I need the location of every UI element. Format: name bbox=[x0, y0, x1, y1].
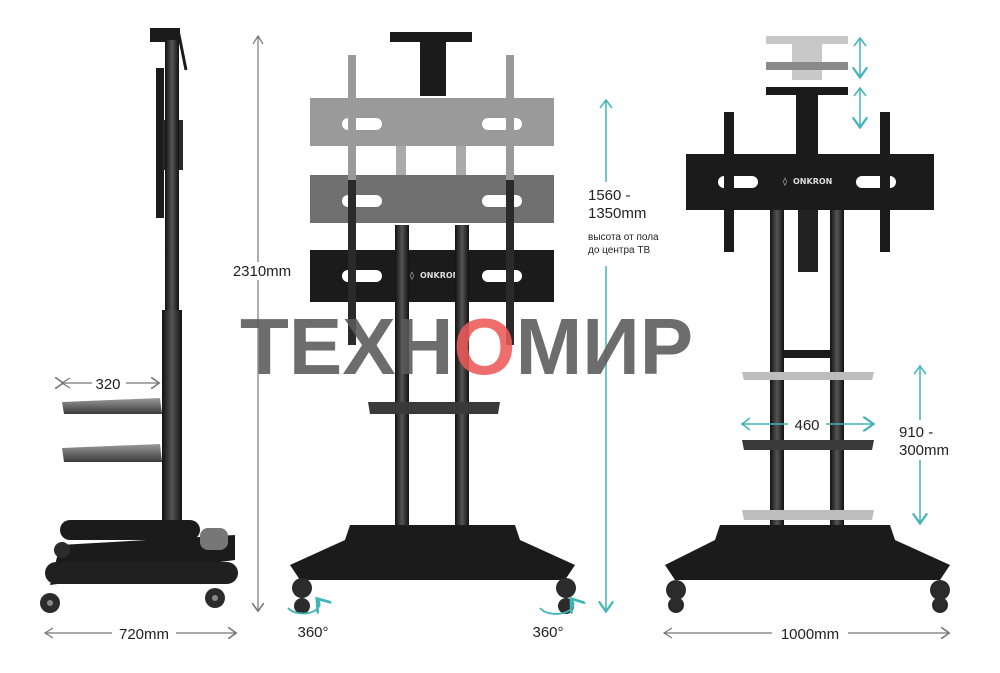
shelf-range-line1: 910 - bbox=[899, 424, 933, 441]
back-brand-mark: ◊ bbox=[783, 177, 787, 186]
front-view: ◊ ONKRON 360° 360° bbox=[287, 32, 576, 641]
back-dimensions: 460 910 - 300mm 1000mm bbox=[662, 36, 970, 643]
side-depth-dimension: 720mm bbox=[119, 626, 169, 643]
rotation-right-label: 360° bbox=[532, 624, 563, 641]
side-dimensions: 320 2310mm 720mm bbox=[43, 34, 291, 643]
back-shelf-width-dimension: 460 bbox=[794, 417, 819, 434]
side-height-dimension: 2310mm bbox=[233, 263, 291, 280]
tv-height-dimension: 1560 - 1350mm высота от пола до центра Т… bbox=[584, 98, 659, 610]
watermark-part2: О bbox=[453, 302, 515, 391]
tv-height-note-line2: до центра ТВ bbox=[588, 245, 650, 256]
tv-height-range-line1: 1560 - bbox=[588, 187, 631, 204]
watermark: ТЕХНОМИР bbox=[240, 302, 693, 391]
back-view: ◊ ONKRON bbox=[665, 36, 950, 613]
rotation-left-label: 360° bbox=[297, 624, 328, 641]
watermark-part1: ТЕХН bbox=[240, 302, 453, 391]
shelf-range-line2: 300mm bbox=[899, 442, 949, 459]
front-brand-mark: ◊ bbox=[410, 271, 414, 280]
front-brand-logo: ONKRON bbox=[420, 271, 459, 280]
tv-height-range-line2: 1350mm bbox=[588, 205, 646, 222]
back-brand-logo: ONKRON bbox=[793, 177, 832, 186]
side-shelf-dimension: 320 bbox=[95, 376, 120, 393]
side-view bbox=[40, 28, 238, 613]
back-width-dimension: 1000mm bbox=[781, 626, 839, 643]
tv-height-note-line1: высота от пола bbox=[588, 232, 659, 243]
watermark-part3: МИР bbox=[516, 302, 694, 391]
svg-text:ТЕХНОМИР: ТЕХНОМИР bbox=[240, 302, 693, 391]
